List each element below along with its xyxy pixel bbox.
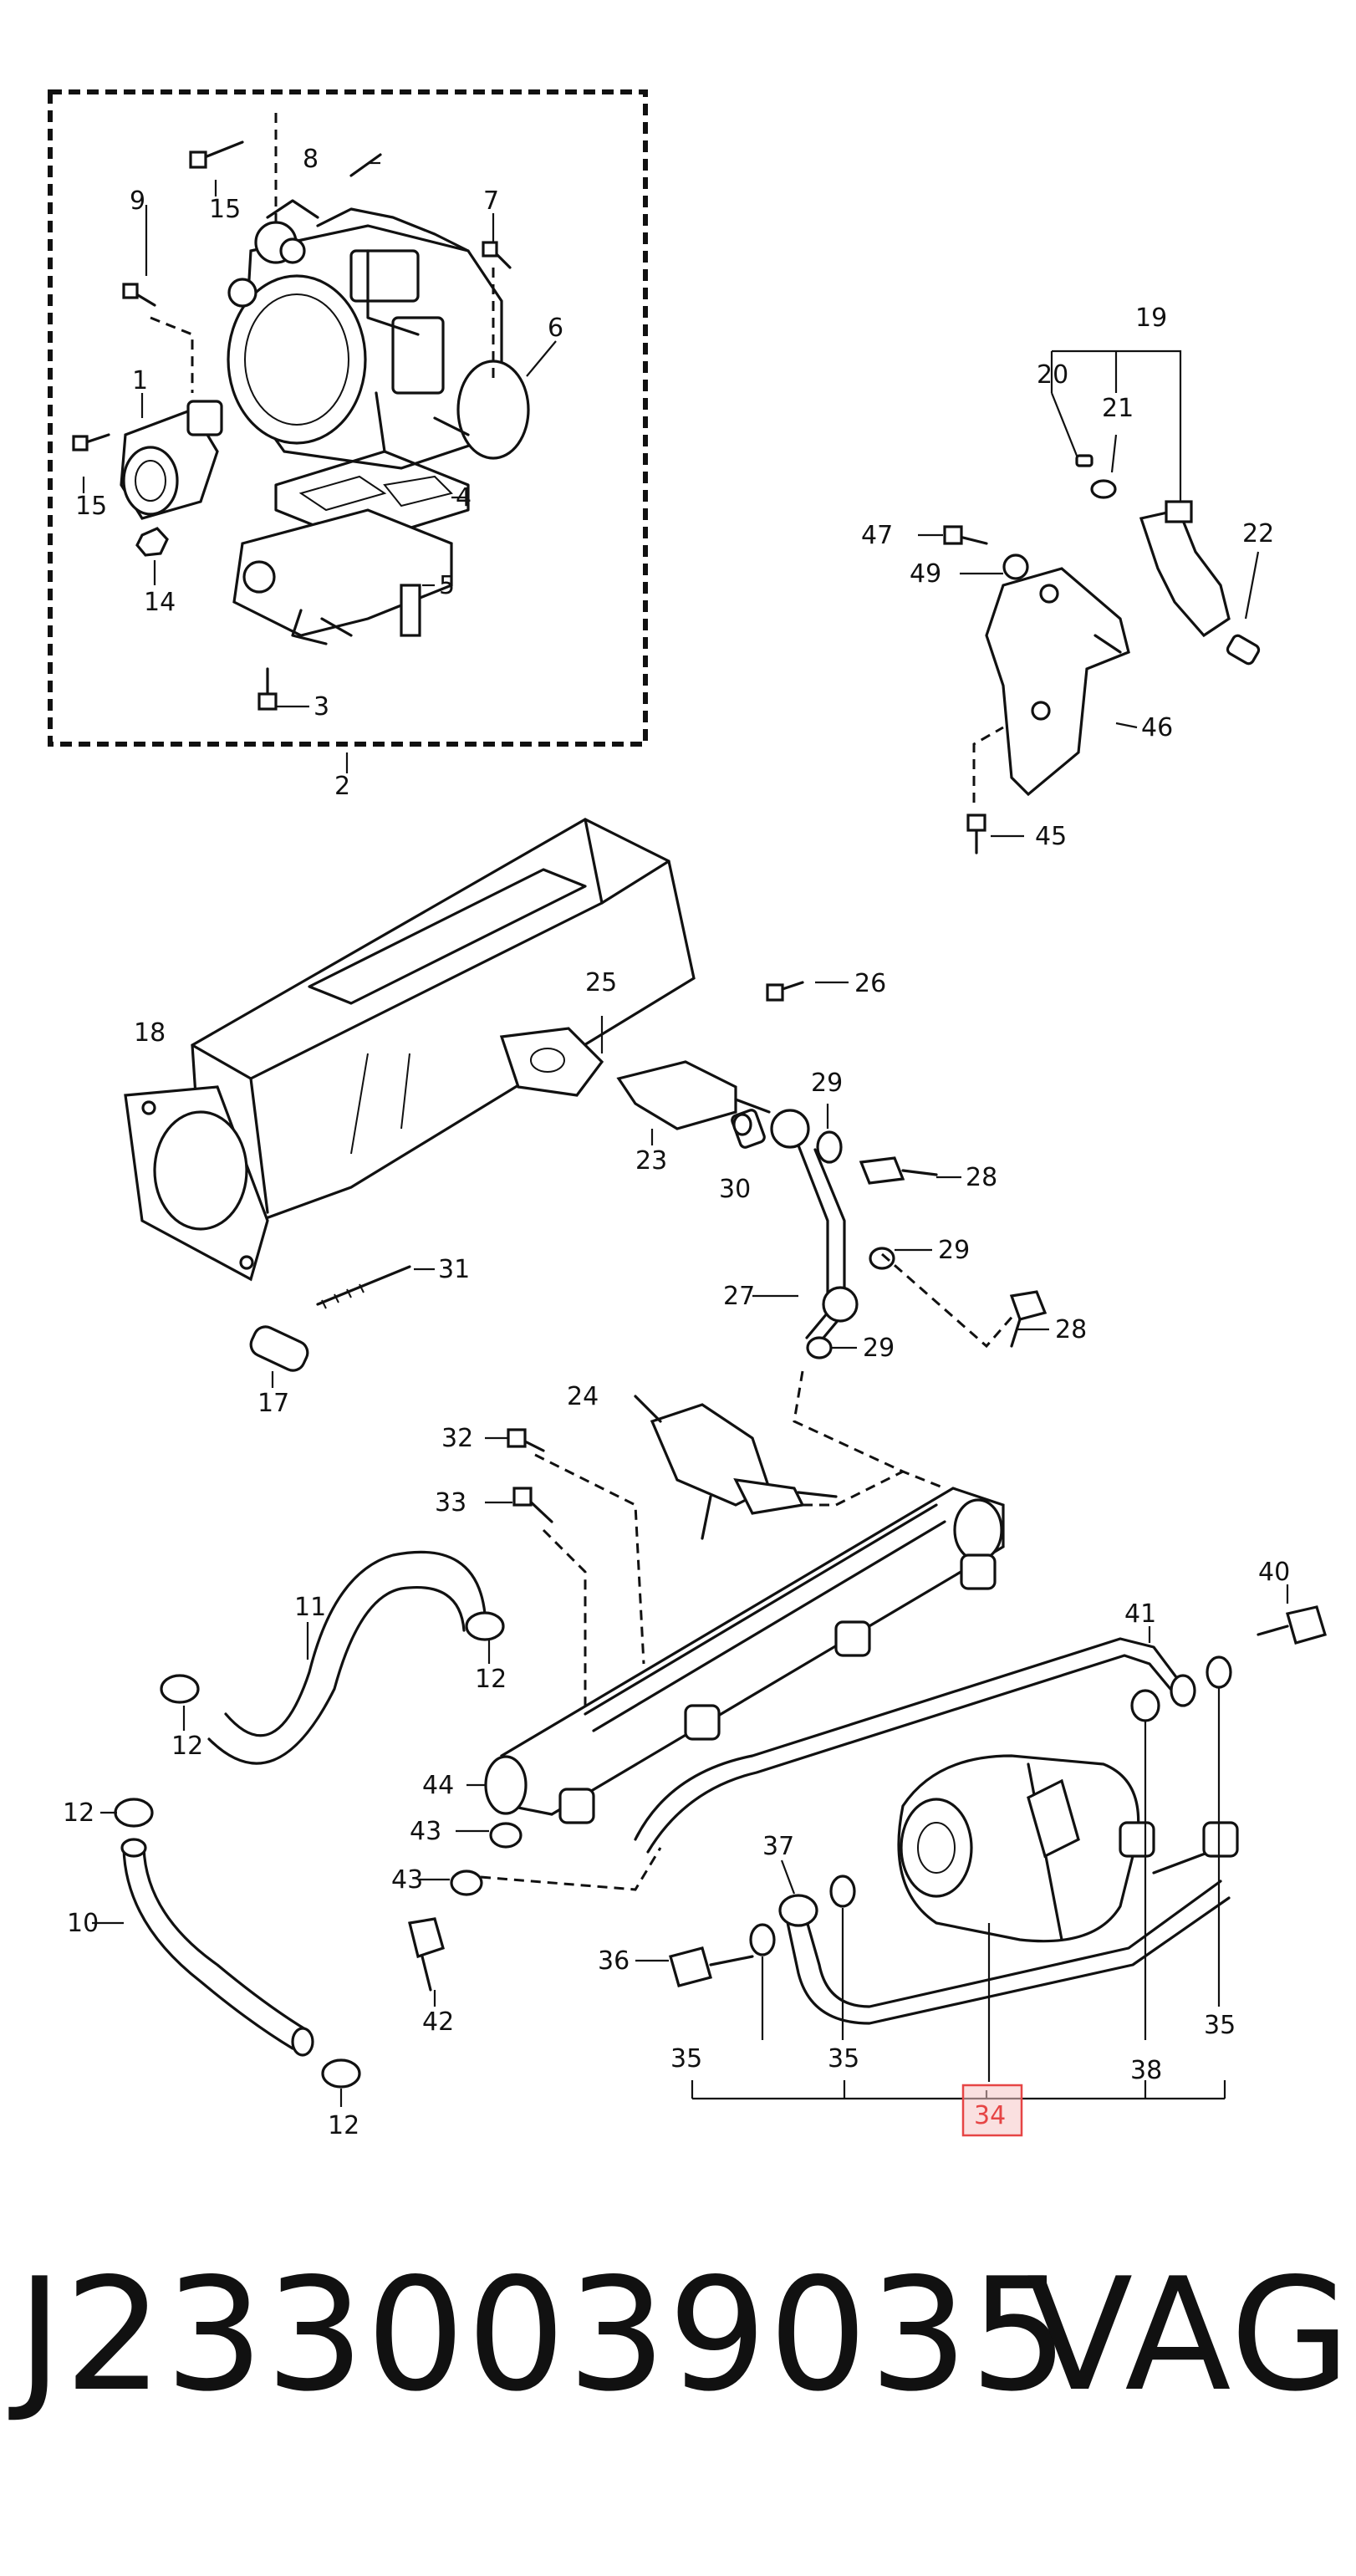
callout-15b: 15 bbox=[75, 492, 107, 521]
pipe-27 bbox=[752, 1109, 859, 1339]
callout-27: 27 bbox=[723, 1282, 755, 1311]
callout-29c: 29 bbox=[863, 1334, 895, 1363]
callout-42: 42 bbox=[422, 2007, 454, 2037]
callout-12b: 12 bbox=[171, 1732, 203, 1761]
callout-28: 28 bbox=[966, 1163, 997, 1192]
callout-37: 37 bbox=[762, 1832, 794, 1861]
fuel-rail-44 bbox=[484, 1487, 1005, 1824]
bolts-32-33 bbox=[485, 1428, 553, 1523]
callout-29b: 29 bbox=[938, 1236, 970, 1265]
fuel-line-41 bbox=[634, 1626, 1196, 1854]
return-line-37 bbox=[778, 1821, 1239, 2025]
gasket-4 bbox=[274, 450, 470, 545]
callout-45: 45 bbox=[1035, 822, 1067, 851]
callout-4: 4 bbox=[456, 483, 472, 513]
clamps-12 bbox=[100, 1611, 505, 2107]
callout-21: 21 bbox=[1102, 394, 1134, 423]
valve-23-gasket-25 bbox=[499, 1016, 771, 1149]
callout-32: 32 bbox=[441, 1424, 473, 1453]
callout-49: 49 bbox=[910, 559, 941, 589]
callout-19: 19 bbox=[1135, 304, 1167, 333]
idle-air-valve bbox=[120, 400, 223, 520]
callout-36: 36 bbox=[598, 1946, 630, 1976]
throttle-assembly-frame bbox=[48, 89, 648, 747]
bracket-46 bbox=[985, 567, 1130, 797]
hose-11 bbox=[207, 1550, 487, 1765]
washers-35-38-bolts-36-40 bbox=[635, 1584, 1328, 1987]
callout-47: 47 bbox=[861, 521, 893, 550]
hose-10 bbox=[92, 1838, 314, 2057]
intake-plenum bbox=[191, 818, 696, 1222]
dashed-43 bbox=[480, 1847, 662, 1891]
callout-25: 25 bbox=[585, 968, 617, 997]
callout-29: 29 bbox=[811, 1069, 843, 1098]
throttle-base-5 bbox=[232, 508, 453, 645]
highlight-box-34 bbox=[961, 2084, 1023, 2137]
part-number-caption: J2330039035 bbox=[17, 2244, 1071, 2426]
callout-35b: 35 bbox=[828, 2044, 859, 2074]
callout-33: 33 bbox=[435, 1488, 466, 1518]
stud-31-sleeve-17 bbox=[249, 1265, 435, 1388]
callout-31: 31 bbox=[438, 1255, 470, 1284]
callout-9: 9 bbox=[130, 186, 145, 216]
callout-35c: 35 bbox=[1204, 2011, 1236, 2040]
callout-12a: 12 bbox=[475, 1665, 507, 1694]
callout-8: 8 bbox=[303, 145, 319, 174]
callout-15: 15 bbox=[209, 195, 241, 224]
dashed-32-33 bbox=[534, 1453, 645, 1706]
washers-29-bolts-28-26 bbox=[732, 981, 1049, 1359]
callout-43a: 43 bbox=[410, 1817, 441, 1846]
throttle-body bbox=[227, 199, 530, 470]
callout-44: 44 bbox=[422, 1771, 454, 1800]
dashed-45 bbox=[972, 726, 1004, 803]
callout-18: 18 bbox=[134, 1018, 166, 1048]
callout-35a: 35 bbox=[670, 2044, 702, 2074]
callout-20: 20 bbox=[1037, 360, 1068, 390]
callout-23: 23 bbox=[635, 1146, 667, 1176]
leaders-top-box bbox=[82, 161, 557, 773]
callout-17: 17 bbox=[257, 1389, 289, 1418]
callout-12c: 12 bbox=[63, 1798, 94, 1828]
callout-1: 1 bbox=[132, 366, 148, 395]
callout-24: 24 bbox=[567, 1382, 599, 1411]
callout-41: 41 bbox=[1124, 1599, 1156, 1629]
callout-3: 3 bbox=[314, 692, 329, 722]
brand-caption: VAG bbox=[1027, 2244, 1353, 2426]
dashed-24-rail bbox=[793, 1370, 946, 1507]
callout-12d: 12 bbox=[328, 2111, 359, 2140]
washers-43-bolt-42 bbox=[408, 1783, 523, 2007]
callout-5: 5 bbox=[439, 571, 455, 600]
injector-22 bbox=[1075, 454, 1261, 666]
callout-46: 46 bbox=[1141, 713, 1173, 742]
pressure-regulator-24 bbox=[634, 1395, 838, 1540]
callout-28b: 28 bbox=[1055, 1315, 1087, 1344]
group-bracket-35-38 bbox=[691, 1687, 1226, 2100]
callout-22: 22 bbox=[1242, 519, 1274, 548]
bolt-47-49-45 bbox=[943, 525, 1029, 854]
callout-2: 2 bbox=[334, 772, 350, 801]
callout-10: 10 bbox=[67, 1909, 99, 1938]
fuel-filter-34 bbox=[897, 1754, 1155, 1943]
callout-14: 14 bbox=[144, 588, 176, 617]
callout-40: 40 bbox=[1258, 1558, 1290, 1587]
callout-30: 30 bbox=[719, 1175, 751, 1204]
bolts-top-box bbox=[72, 140, 512, 711]
dashed-29-28 bbox=[881, 1252, 1017, 1349]
callout-7: 7 bbox=[483, 186, 499, 216]
callout-38: 38 bbox=[1130, 2056, 1162, 2085]
gasket-18 bbox=[124, 1085, 269, 1282]
callout-43b: 43 bbox=[391, 1865, 423, 1895]
callout-11: 11 bbox=[294, 1593, 326, 1622]
callout-6: 6 bbox=[548, 314, 563, 343]
leaders-top-right bbox=[918, 533, 1138, 838]
dashed-leaders-top-box bbox=[150, 113, 495, 393]
callout-34: 34 bbox=[974, 2101, 1006, 2130]
callout-26: 26 bbox=[854, 969, 886, 998]
bracket-19 bbox=[1052, 349, 1182, 543]
